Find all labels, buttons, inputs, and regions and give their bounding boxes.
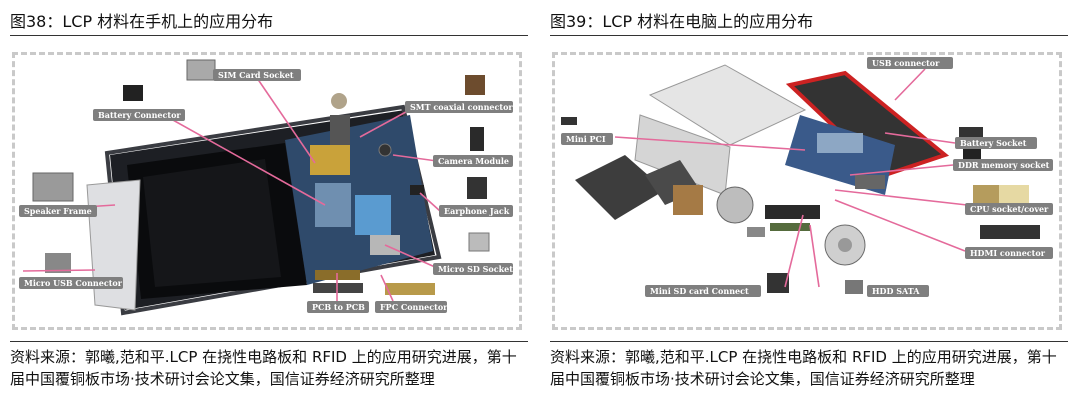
bottom-rule (10, 341, 528, 342)
label-pill-camera (433, 155, 513, 167)
label-smt-coaxial-connector: SMT coaxial connector (410, 102, 513, 112)
label-pill-battery (93, 109, 185, 121)
label-pill-minipci (561, 133, 613, 145)
component-thumbnails (32, 59, 490, 295)
label-hdmi-connector: HDMI connector (970, 248, 1046, 258)
pointer-lines (22, 74, 441, 302)
label-battery-connector: Battery Connector (98, 110, 181, 120)
top-rule (10, 35, 528, 36)
label-sim-card-socket: SIM Card Socket (218, 70, 294, 80)
label-micro-usb-connector: Micro USB Connector (24, 278, 123, 288)
label-hdd-sata: HDD SATA (872, 286, 920, 296)
label-micro-sd-socket: Micro SD Socket (438, 264, 513, 274)
label-pill-speaker (19, 205, 97, 217)
component-labels: USB connector Mini PCI Battery Socket DD… (561, 57, 1053, 297)
label-pcb-to-pcb: PCB to PCB (312, 302, 365, 312)
phone-body (86, 93, 442, 316)
label-pill-usb (867, 57, 953, 69)
label-pill-pcb (307, 301, 369, 313)
label-mini-sd-card-connect: Mini SD card Connect (650, 286, 749, 296)
label-pill-cpu (965, 203, 1053, 215)
label-pill-usb (19, 277, 123, 289)
label-pill-battery (955, 137, 1037, 149)
label-pill-smt (405, 101, 513, 113)
figure-39-title: 图39：LCP 材料在电脑上的应用分布 (550, 12, 814, 31)
label-mini-pci: Mini PCI (566, 134, 606, 144)
laptop-illustration: USB connector Mini PCI Battery Socket DD… (561, 57, 1053, 297)
label-camera-module: Camera Module (438, 156, 509, 166)
label-ddr-memory-socket: DDR memory socket (958, 160, 1050, 170)
top-rule (550, 35, 1068, 36)
label-pill-hdmi (965, 247, 1053, 259)
figure-38-title: 图38：LCP 材料在手机上的应用分布 (10, 12, 274, 31)
figure-38: 图38：LCP 材料在手机上的应用分布 (10, 0, 528, 417)
figure-39: 图39：LCP 材料在电脑上的应用分布 (550, 0, 1068, 417)
label-battery-socket: Battery Socket (960, 138, 1027, 148)
label-usb-connector: USB connector (872, 58, 940, 68)
bottom-rule (550, 341, 1068, 342)
label-earphone-jack: Earphone Jack (444, 206, 510, 216)
label-pill-fpc (375, 301, 447, 313)
label-pill-sim (213, 69, 301, 81)
label-pill-earphone (439, 205, 513, 217)
figure-39-source: 资料来源：郭曦,范和平.LCP 在挠性电路板和 RFID 上的应用研究进展，第十… (550, 348, 1057, 388)
pointer-lines (614, 68, 968, 288)
label-pill-ddr (953, 159, 1053, 171)
label-fpc-connector: FPC Connector (380, 302, 448, 312)
phone-illustration: SIM Card Socket Battery Connector SMT co… (19, 59, 513, 316)
label-pill-hdd (867, 285, 929, 297)
component-labels: SIM Card Socket Battery Connector SMT co… (19, 69, 513, 313)
figure-39-image-frame: USB connector Mini PCI Battery Socket DD… (552, 52, 1062, 330)
figure-38-image-frame: SIM Card Socket Battery Connector SMT co… (12, 52, 522, 330)
label-pill-sd (433, 263, 513, 275)
laptop-parts (561, 64, 1040, 294)
label-speaker-frame: Speaker Frame (24, 206, 92, 216)
label-cpu-socket-cover: CPU socket/cover (970, 204, 1049, 214)
figure-38-source: 资料来源：郭曦,范和平.LCP 在挠性电路板和 RFID 上的应用研究进展，第十… (10, 348, 517, 388)
label-pill-minisd (645, 285, 761, 297)
